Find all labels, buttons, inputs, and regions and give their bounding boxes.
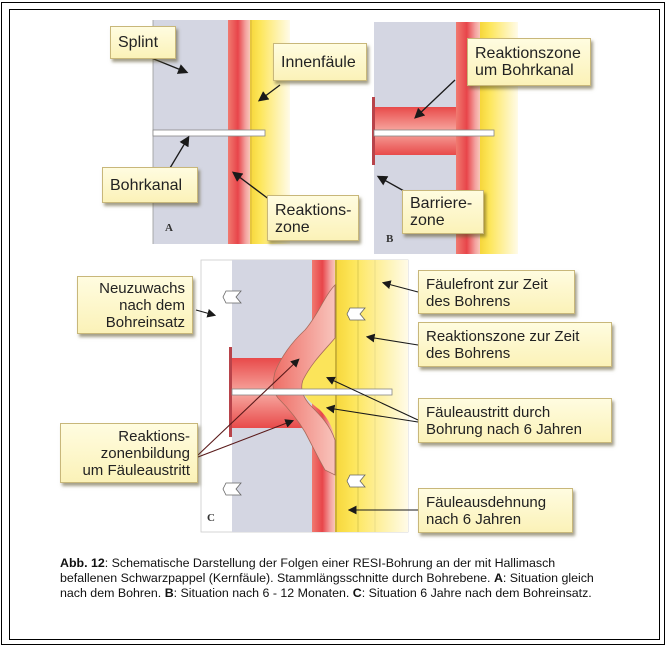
arrow-faeuleaustritt-1 [326, 376, 419, 421]
panel-c [195, 259, 419, 533]
arrow-reaktionszonenbildung-1 [197, 358, 300, 456]
growth-marker-icon [222, 290, 242, 304]
arrow-reaktionszonenbildung-2 [197, 419, 295, 458]
arrow-innenfaeule [257, 84, 281, 102]
growth-marker-icon [222, 482, 242, 496]
caption-a-key: A [493, 571, 503, 585]
label-reaktionszonenbildung: Reaktions- zonenbildung um Fäuleaustritt [60, 423, 198, 483]
panel-b-bohrkanal [373, 129, 495, 137]
panel-b-letter: B [386, 233, 394, 245]
label-reaktionszone: Reaktions- zone [267, 195, 359, 241]
inner-frame [9, 9, 660, 640]
caption-c-key: C [352, 586, 362, 600]
label-reaktionszone-zeit: Reaktionszone zur Zeit des Bohrens [418, 322, 612, 367]
label-bohrkanal: Bohrkanal [102, 167, 198, 203]
caption-text: : Schematische Darstellung der Folgen ei… [60, 556, 556, 585]
arrow-neuzuwachs [195, 308, 217, 318]
label-faeuleausdehnung: Fäuleausdehnung nach 6 Jahren [418, 488, 573, 533]
arrow-barrierezone [376, 175, 405, 192]
figure-caption: Abb. 12: Schematische Darstellung der Fo… [60, 556, 600, 601]
figure: A B C Splint Innenfäule Bohrkanal Reakti… [60, 20, 612, 533]
arrow-bohrkanal [169, 135, 190, 169]
caption-b-text: : Situation nach 6 - 12 Monaten. [173, 586, 353, 600]
caption-prefix: Abb. 12 [60, 556, 105, 570]
panel-a-letter: A [165, 222, 173, 234]
label-faeulefront: Fäulefront zur Zeit des Bohrens [418, 270, 575, 314]
panel-a-bohrkanal [152, 129, 266, 137]
arrow-reaktionszone-zeit [365, 333, 419, 346]
caption-a-text: : Situation gleich nach dem Bohren. [60, 571, 594, 600]
panel-c-rot [335, 260, 408, 532]
caption-c-text: : Situation 6 Jahre nach dem Bohreinsatz… [361, 586, 592, 600]
panel-b-barrier-zone [372, 97, 375, 165]
caption-b-key: B [164, 586, 174, 600]
panel-c-letter: C [207, 512, 215, 524]
label-reaktionszone-bohrkanal: Reaktionszone um Bohrkanal [467, 38, 591, 86]
panel-c-bohrkanal [231, 388, 393, 396]
arrow-faeuleaustritt-2 [325, 404, 419, 423]
arrow-reaktionszone-bohrkanal [414, 79, 456, 119]
arrow-faeulefront [381, 280, 419, 293]
label-splint: Splint [110, 26, 176, 59]
label-barrierezone: Barriere- zone [402, 190, 484, 234]
label-neuzuwachs: Neuzuwachs nach dem Bohreinsatz [77, 276, 193, 334]
arrow-reaktionszone [231, 171, 271, 201]
growth-marker-icon [346, 307, 366, 321]
panel-c-barrier-zone [229, 347, 232, 437]
footer-clipped-text [292, 633, 372, 639]
label-innenfaeule: Innenfäule [273, 43, 367, 81]
growth-marker-icon [346, 474, 366, 488]
label-faeuleaustritt: Fäuleaustritt durch Bohrung nach 6 Jahre… [418, 398, 612, 443]
panel-c-rot-exit [300, 335, 335, 440]
panel-c-reaction-blob [272, 284, 336, 476]
